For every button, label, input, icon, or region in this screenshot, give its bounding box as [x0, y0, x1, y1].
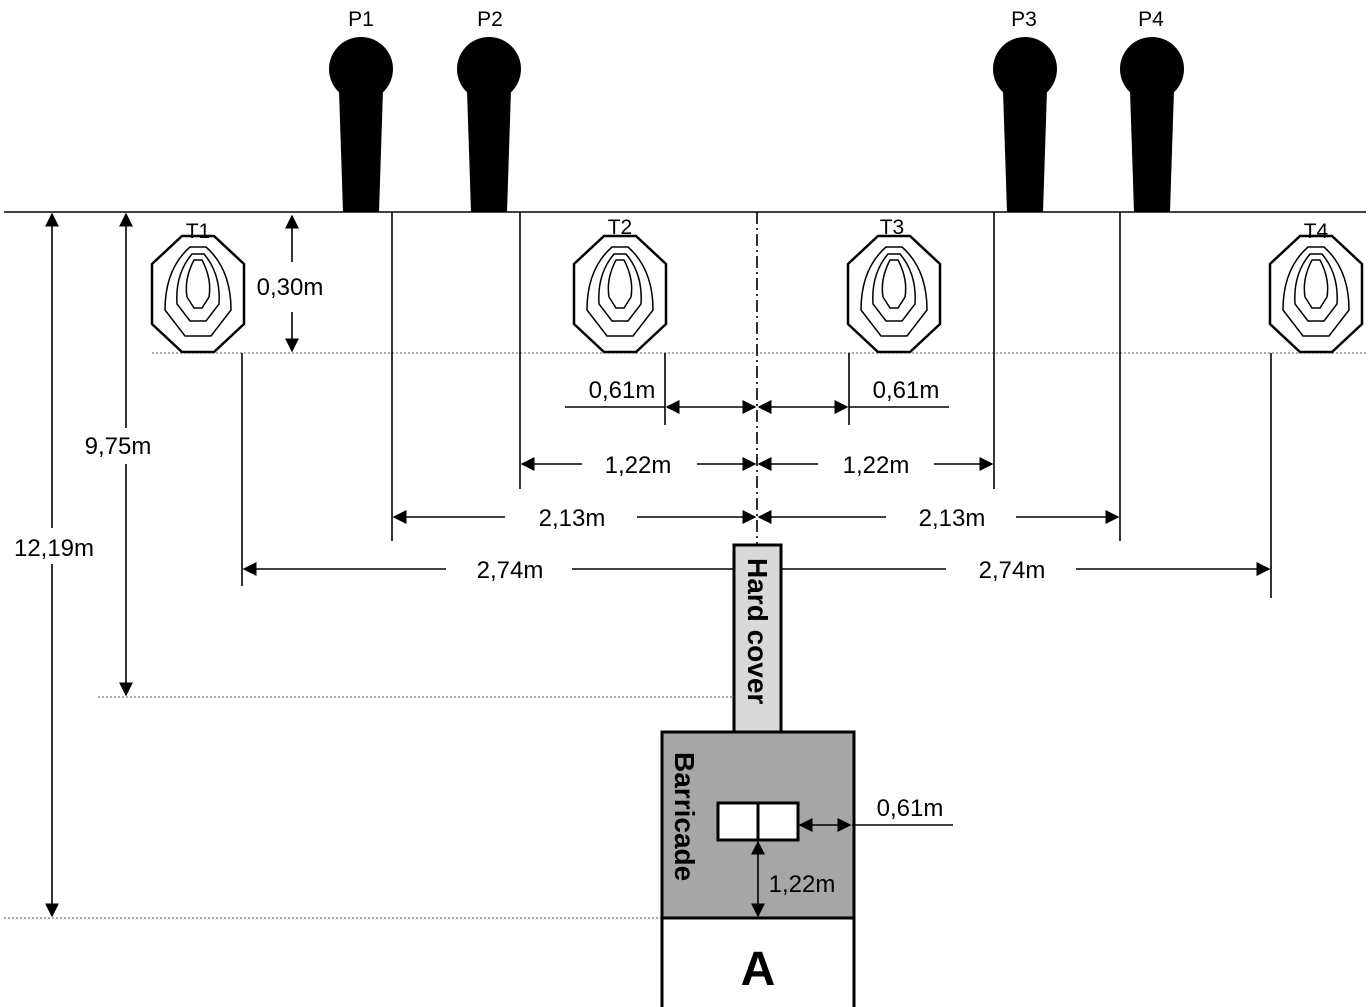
- target-label: T2: [608, 216, 633, 239]
- dim-label-port-side: 0,61m: [877, 795, 944, 822]
- popper-label: P2: [477, 8, 503, 31]
- target-label: T3: [880, 216, 905, 239]
- dim-label-p2-offset: 1,22m: [605, 452, 672, 479]
- popper-p2: [457, 37, 521, 212]
- dim-label-t4-offset: 2,74m: [979, 557, 1046, 584]
- dim-label-center-offset-left: 0,61m: [589, 377, 656, 404]
- target-t2: [572, 234, 668, 354]
- dim-label-p4-offset: 2,13m: [919, 505, 986, 532]
- target-label: T4: [1304, 220, 1329, 243]
- target-t1: [150, 234, 246, 354]
- shooting-area-label: A: [741, 943, 776, 996]
- shooting-area-a: [660, 916, 856, 1007]
- barricade-label: Barricade: [669, 752, 700, 881]
- shooting-port-right: [756, 801, 800, 842]
- dim-label-total-distance: 12,19m: [14, 535, 94, 562]
- hard-cover: [732, 543, 783, 734]
- dim-label-target-height: 0,30m: [257, 274, 324, 301]
- popper-p4: [1120, 37, 1184, 212]
- target-label: T1: [186, 220, 211, 243]
- popper-p3: [993, 37, 1057, 212]
- popper-label: P1: [348, 8, 374, 31]
- dim-label-center-offset-right: 0,61m: [873, 377, 940, 404]
- dim-label-t1-offset: 2,74m: [477, 557, 544, 584]
- dim-label-port-height: 1,22m: [769, 871, 836, 898]
- popper-label: P4: [1138, 8, 1164, 31]
- hard-cover-label: Hard cover: [742, 558, 773, 704]
- dim-label-target-distance: 9,75m: [85, 433, 152, 460]
- popper-p1: [329, 37, 393, 212]
- target-t4: [1268, 234, 1364, 354]
- dim-label-p1-offset: 2,13m: [539, 505, 606, 532]
- target-t3: [846, 234, 942, 354]
- popper-label: P3: [1011, 8, 1037, 31]
- dim-label-p3-offset: 1,22m: [843, 452, 910, 479]
- shooting-port-left: [716, 801, 760, 842]
